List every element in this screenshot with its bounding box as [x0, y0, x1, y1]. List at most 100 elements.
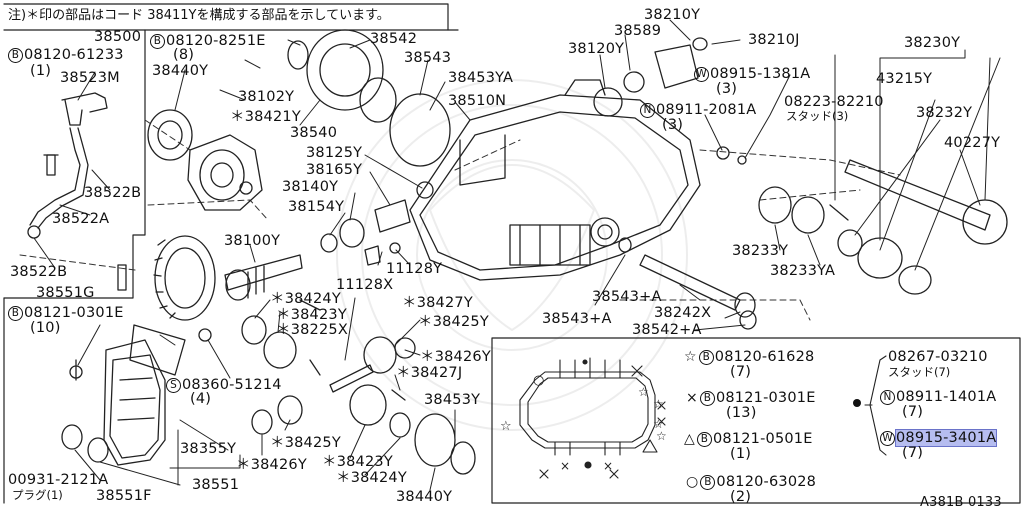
ring-gear	[153, 235, 216, 321]
part-38210J: 38210J	[748, 32, 800, 48]
part-08915-1381A-qty: (3)	[716, 81, 738, 97]
svg-text:☆: ☆	[653, 417, 664, 431]
inset-bolt-pattern: ○ ☆ ☆ ☆ ☆ ☆ × ×	[500, 355, 887, 479]
part-38543A-second: 38543+A	[542, 311, 612, 327]
part-38233Y: 38233Y	[732, 243, 789, 259]
part-38522B-top: 38522B	[84, 185, 142, 201]
part-38510N: 38510N	[448, 93, 507, 109]
legend-nut-qty: (7)	[902, 404, 924, 420]
part-38551F: 38551F	[96, 488, 152, 504]
part-38425Y-bottom: ＊38425Y	[270, 435, 341, 451]
part-08223-82210: 08223-82210	[784, 94, 884, 110]
diagram-id: A381B 0133	[920, 495, 1002, 510]
svg-text:☆: ☆	[656, 429, 667, 443]
part-38453Y: 38453Y	[424, 392, 481, 408]
part-38543A-first: 38543+A	[592, 289, 662, 305]
diff-case	[147, 109, 263, 211]
legend-circle-qty: (2)	[730, 489, 752, 505]
assembly-note: 注)＊印の部品はコード 38411Yを構成する部品を示しています。	[8, 8, 390, 23]
part-38225X: ＊38225X	[276, 322, 348, 338]
part-38440Y-top: 38440Y	[152, 63, 209, 79]
svg-text:×: ×	[603, 459, 613, 473]
part-38522A: 38522A	[52, 211, 110, 227]
b-marker-icon: B	[8, 306, 23, 321]
part-08360-51214-qty: (4)	[190, 391, 212, 407]
part-38125Y: 38125Y	[306, 145, 363, 161]
part-38426Y-bottom: ＊38426Y	[236, 457, 307, 473]
part-38233YA: 38233YA	[770, 263, 836, 279]
part-38589: 38589	[614, 23, 662, 39]
svg-text:☆: ☆	[500, 419, 512, 434]
part-38440Y-bottom: 38440Y	[396, 489, 453, 505]
drive-pinion	[224, 254, 303, 301]
part-38421Y: ＊38421Y	[230, 109, 301, 125]
part-38424Y-top: ＊38424Y	[270, 291, 341, 307]
part-08120-61233-qty: (1)	[30, 63, 52, 79]
b-marker-icon: B	[698, 350, 714, 365]
breather-bracket	[27, 92, 127, 291]
part-38543: 38543	[404, 50, 452, 66]
n-marker-icon: N	[640, 103, 655, 118]
part-38523M: 38523M	[60, 70, 120, 86]
part-38423Y-top: ＊38423Y	[276, 307, 347, 323]
part-38427J: ＊38427J	[396, 365, 463, 381]
part-38522B-bottom: 38522B	[10, 264, 68, 280]
part-38242X: 38242X	[654, 305, 712, 321]
part-38210Y: 38210Y	[644, 7, 701, 23]
part-38500: 38500	[94, 29, 142, 45]
part-38100Y: 38100Y	[224, 233, 281, 249]
highlighted-part-number[interactable]: 08915-3401A	[894, 429, 998, 447]
s-marker-icon: S	[166, 378, 181, 393]
part-38540: 38540	[290, 125, 338, 141]
part-38423Y-bottom: ＊38423Y	[322, 454, 393, 470]
part-08911-2081A-qty: (3)	[662, 117, 684, 133]
part-00931-2121A-sub: プラグ(1)	[12, 488, 63, 502]
legend-stud-sub: スタッド(7)	[888, 365, 951, 379]
cross-icon: ×	[686, 390, 698, 406]
legend-cross-qty: (13)	[726, 405, 757, 421]
part-08121-0301E-left-qty: (10)	[30, 320, 61, 336]
circle-icon: ○	[686, 474, 699, 490]
w-marker-icon: W	[694, 67, 709, 82]
legend-washer-qty: (7)	[902, 445, 924, 461]
part-11128Y: 11128Y	[386, 261, 443, 277]
diff-carrier-housing	[409, 79, 701, 281]
part-40227Y: 40227Y	[944, 135, 1001, 151]
part-38154Y: 38154Y	[288, 199, 345, 215]
w-marker-icon: W	[880, 431, 895, 446]
b-marker-icon: B	[700, 475, 716, 490]
part-38102Y: 38102Y	[238, 89, 295, 105]
part-38165Y: 38165Y	[306, 162, 363, 178]
part-38232Y: 38232Y	[916, 105, 973, 121]
b-marker-icon: B	[699, 391, 715, 406]
star-icon: ☆	[684, 349, 697, 365]
part-38542-top: 38542	[370, 31, 418, 47]
b-marker-icon: B	[8, 48, 23, 63]
part-08223-82210-sub: スタッド(3)	[786, 109, 849, 123]
n-marker-icon: N	[880, 390, 895, 405]
part-11128X: 11128X	[336, 277, 394, 293]
frame-lines	[3, 3, 1021, 504]
svg-text:×: ×	[560, 459, 570, 473]
svg-text:☆: ☆	[638, 385, 649, 399]
part-38355Y: 38355Y	[180, 441, 237, 457]
svg-text:○: ○	[533, 373, 544, 388]
part-38453YA: 38453YA	[448, 70, 514, 86]
dashed-guides	[19, 119, 901, 321]
seals-and-flanges	[287, 29, 1008, 330]
part-43215Y: 43215Y	[876, 71, 933, 87]
part-38140Y: 38140Y	[282, 179, 339, 195]
part-38230Y: 38230Y	[904, 35, 961, 51]
